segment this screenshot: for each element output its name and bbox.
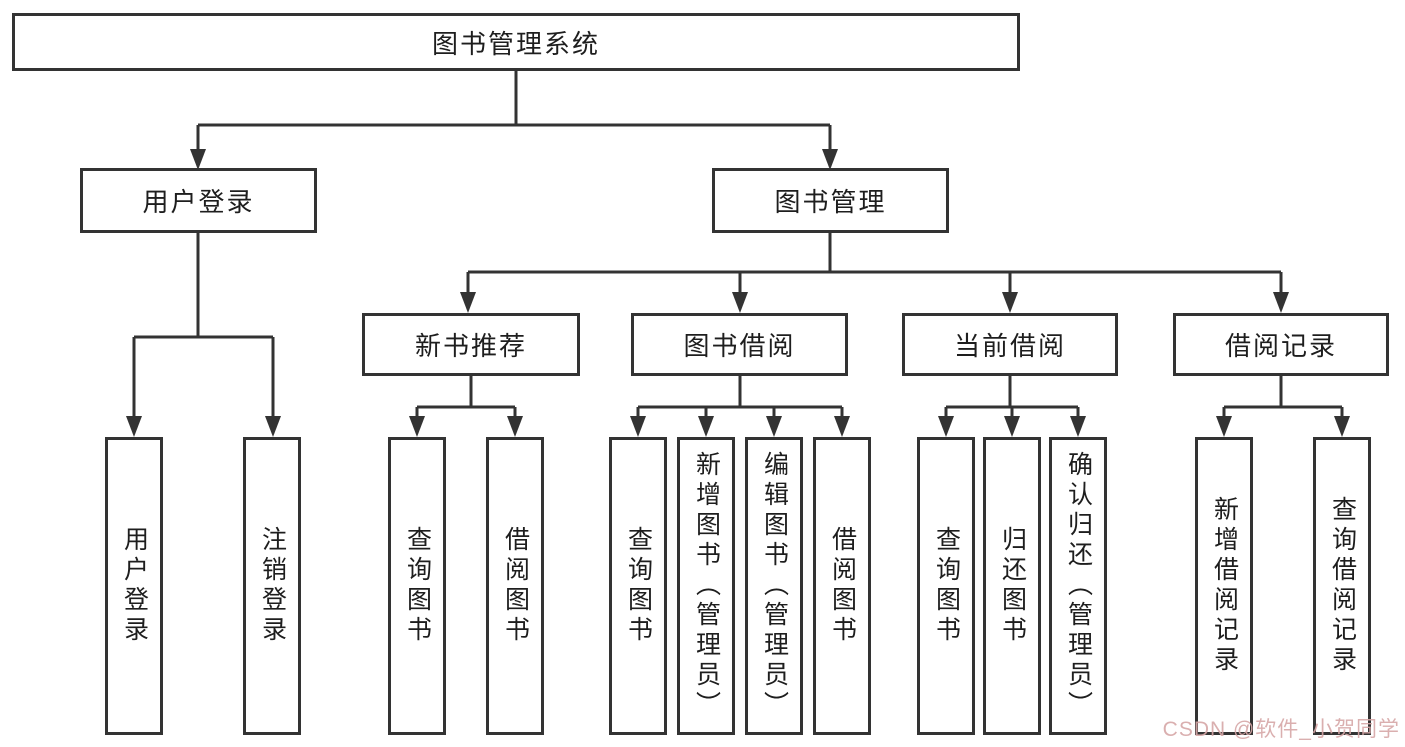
node-borrow-record: 借阅记录 xyxy=(1173,313,1389,376)
leaf-borrow-query-books-label: 查询图书 xyxy=(624,526,653,646)
leaf-borrow-edit-books-admin: 编辑图书（管理员） xyxy=(745,437,803,735)
leaf-borrow-add-books-admin-label: 新增图书（管理员） xyxy=(692,451,721,721)
node-root-system-label: 图书管理系统 xyxy=(431,28,600,59)
leaf-user-login: 用户登录 xyxy=(105,437,163,735)
leaf-current-return-books: 归还图书 xyxy=(983,437,1041,735)
csdn-watermark: CSDN @软件_小贺同学 xyxy=(1162,718,1400,741)
leaf-current-query-books-label: 查询图书 xyxy=(932,526,961,646)
arrowheads xyxy=(126,149,1350,437)
leaf-borrow-borrow-books-label: 借阅图书 xyxy=(828,526,857,646)
leaf-recommend-borrow-books: 借阅图书 xyxy=(486,437,544,735)
leaf-current-query-books: 查询图书 xyxy=(917,437,975,735)
node-user-login-label: 用户登录 xyxy=(142,187,255,217)
leaf-record-query-borrow-record: 查询借阅记录 xyxy=(1313,437,1371,735)
leaf-record-add-borrow-record: 新增借阅记录 xyxy=(1195,437,1253,735)
leaf-record-add-borrow-record-label: 新增借阅记录 xyxy=(1210,496,1239,676)
leaf-borrow-add-books-admin: 新增图书（管理员） xyxy=(677,437,735,735)
leaf-logout-label: 注销登录 xyxy=(258,526,287,646)
leaf-recommend-query-books: 查询图书 xyxy=(388,437,446,735)
leaf-recommend-query-books-label: 查询图书 xyxy=(403,526,432,646)
node-book-borrow-label: 图书借阅 xyxy=(683,331,796,361)
node-root-system: 图书管理系统 xyxy=(12,13,1020,71)
leaf-current-confirm-return-admin: 确认归还（管理员） xyxy=(1049,437,1107,735)
node-book-management: 图书管理 xyxy=(712,168,949,233)
node-new-book-recommend: 新书推荐 xyxy=(362,313,580,376)
leaf-borrow-edit-books-admin-label: 编辑图书（管理员） xyxy=(760,451,789,721)
leaf-recommend-borrow-books-label: 借阅图书 xyxy=(501,526,530,646)
leaf-borrow-borrow-books: 借阅图书 xyxy=(813,437,871,735)
leaf-user-login-label: 用户登录 xyxy=(120,526,149,646)
leaf-record-query-borrow-record-label: 查询借阅记录 xyxy=(1328,496,1357,676)
node-user-login: 用户登录 xyxy=(80,168,317,233)
leaf-logout: 注销登录 xyxy=(243,437,301,735)
node-current-borrow: 当前借阅 xyxy=(902,313,1118,376)
node-book-management-label: 图书管理 xyxy=(774,187,887,217)
leaf-borrow-query-books: 查询图书 xyxy=(609,437,667,735)
node-current-borrow-label: 当前借阅 xyxy=(953,331,1066,361)
leaf-current-confirm-return-admin-label: 确认归还（管理员） xyxy=(1064,451,1093,721)
leaf-current-return-books-label: 归还图书 xyxy=(998,526,1027,646)
node-new-book-recommend-label: 新书推荐 xyxy=(414,331,527,361)
node-borrow-record-label: 借阅记录 xyxy=(1224,331,1337,361)
node-book-borrow: 图书借阅 xyxy=(631,313,848,376)
